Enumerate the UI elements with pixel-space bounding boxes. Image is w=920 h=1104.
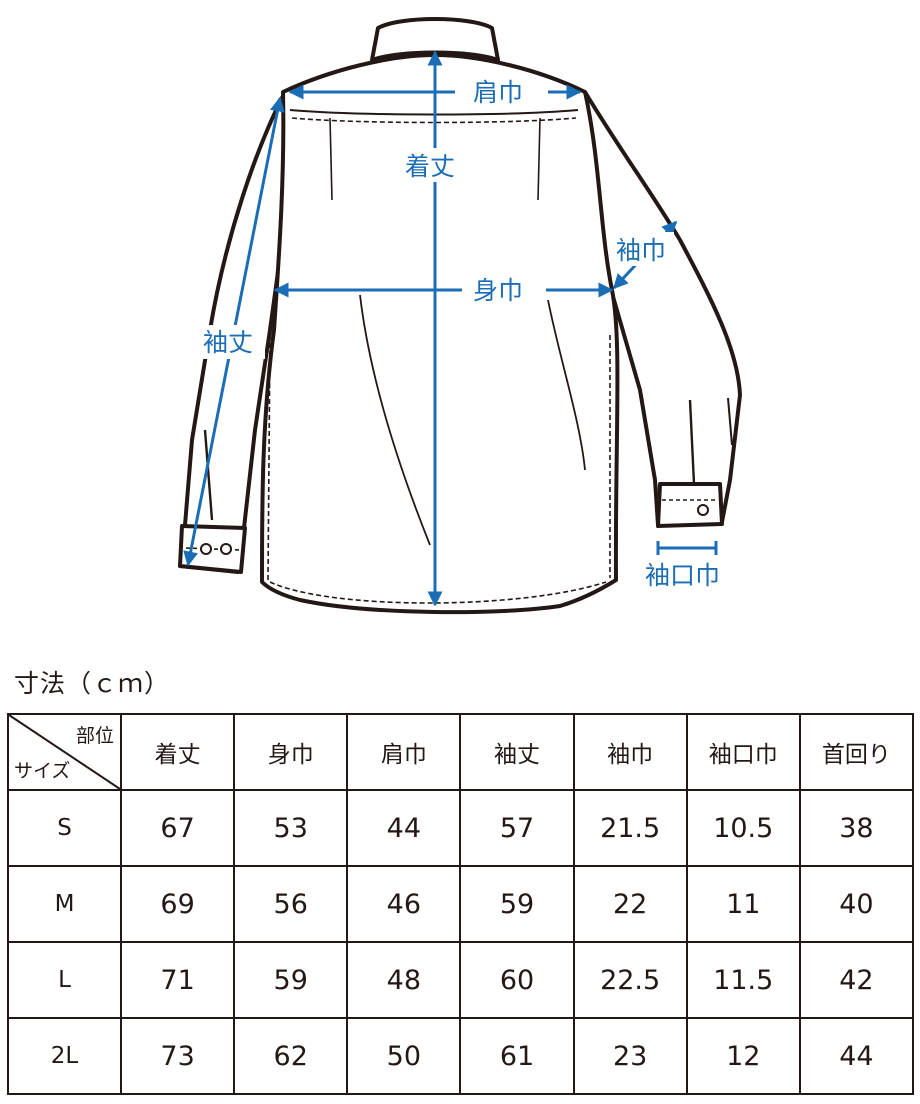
table-cell: 71: [119, 941, 236, 1019]
table-cell: 22: [572, 865, 688, 943]
table-cell: 53: [233, 789, 349, 867]
shirt-body: [260, 53, 620, 615]
column-header: 首回り: [798, 713, 915, 791]
collar: [370, 17, 500, 62]
column-header: 袖丈: [459, 713, 575, 791]
table-cell: 69: [119, 865, 236, 943]
table-cell: 12: [685, 1017, 801, 1095]
table-cell: 23: [572, 1017, 688, 1095]
table-cell: 11.5: [685, 941, 801, 1019]
right-cuff: [656, 482, 724, 528]
table-row: L 71 59 48 60 22.5 11.5 42: [7, 941, 915, 1019]
column-header: 着丈: [119, 713, 236, 791]
cuff-width-label: 袖口巾: [645, 561, 720, 590]
table-row: S 67 53 44 57 21.5 10.5 38: [7, 789, 915, 867]
table-cell: 59: [459, 865, 575, 943]
table-cell: 61: [459, 1017, 575, 1095]
table-cell: 56: [233, 865, 349, 943]
table-cell: 44: [798, 1017, 915, 1095]
shoulder-width-label: 肩巾: [473, 78, 523, 107]
size-cell: L: [7, 941, 122, 1019]
size-label: サイズ: [14, 760, 71, 782]
table-cell: 10.5: [685, 789, 801, 867]
sleeve-length-label: 袖丈: [203, 328, 253, 357]
table-corner-cell: 部位 サイズ: [7, 713, 122, 791]
table-caption: 寸法（ｃｍ）: [14, 669, 171, 698]
table-cell: 44: [346, 789, 462, 867]
diagonal-divider: [9, 715, 120, 789]
measurement-arrows: [183, 50, 718, 607]
table-row: 2L 73 62 50 61 23 12 44: [7, 1017, 915, 1095]
table-cell: 46: [346, 865, 462, 943]
column-header: 身巾: [233, 713, 349, 791]
table-cell: 38: [798, 789, 915, 867]
sleeve-width-label: 袖巾: [616, 236, 666, 265]
body-width-label: 身巾: [473, 276, 523, 305]
column-header: 袖口巾: [685, 713, 801, 791]
size-cell: S: [7, 789, 122, 867]
table-cell: 62: [233, 1017, 349, 1095]
table-row: M 69 56 46 59 22 11 40: [7, 865, 915, 943]
size-table: 部位 サイズ 着丈 身巾 肩巾 袖丈 袖巾 袖口巾 首回り S 67 53 44…: [7, 713, 915, 1095]
table-cell: 42: [798, 941, 915, 1019]
table-cell: 48: [346, 941, 462, 1019]
table-header-row: 部位 サイズ 着丈 身巾 肩巾 袖丈 袖巾 袖口巾 首回り: [7, 713, 915, 791]
table-cell: 67: [119, 789, 236, 867]
shirt-outline: [178, 17, 742, 615]
table-cell: 60: [459, 941, 575, 1019]
size-cell: M: [7, 865, 122, 943]
table-cell: 11: [685, 865, 801, 943]
table-cell: 59: [233, 941, 349, 1019]
shirt-diagram: 肩巾 着丈 袖巾 身巾 袖丈 袖口巾: [178, 17, 742, 615]
body-length-label: 着丈: [405, 152, 455, 181]
table-cell: 21.5: [572, 789, 688, 867]
size-cell: 2L: [7, 1017, 122, 1095]
table-cell: 40: [798, 865, 915, 943]
table-cell: 57: [459, 789, 575, 867]
right-sleeve: [583, 90, 742, 527]
table-cell: 22.5: [572, 941, 688, 1019]
column-header: 袖巾: [572, 713, 688, 791]
table-cell: 73: [119, 1017, 236, 1095]
part-label: 部位: [75, 725, 114, 747]
column-header: 肩巾: [346, 713, 462, 791]
table-cell: 50: [346, 1017, 462, 1095]
